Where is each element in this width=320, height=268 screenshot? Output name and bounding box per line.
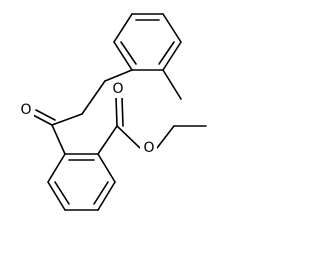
benzoate-ring-bond xyxy=(97,153,116,183)
atom-label-mask xyxy=(140,139,157,157)
ketone-oxygen-atom: O xyxy=(18,100,34,118)
methyl-bond xyxy=(162,69,182,100)
benzoate-ring-bond xyxy=(97,181,116,211)
atom-label-mask xyxy=(110,80,126,98)
ester-carbon-bond xyxy=(97,125,118,155)
ketone-double-bond xyxy=(32,114,53,126)
atom-label-mask xyxy=(18,100,34,118)
benzoate-ring-bond xyxy=(47,181,66,211)
tolyl-ring-bond xyxy=(162,13,182,43)
tolyl-ring xyxy=(113,13,182,71)
tolyl-ring-bond xyxy=(113,13,133,43)
ester-ether-oxygen-label: O xyxy=(143,140,154,156)
tolyl-ring-bond xyxy=(113,41,133,71)
chain-bond xyxy=(104,69,133,82)
chemical-structure-diagram: O O O xyxy=(18,13,207,211)
benzoate-ring-bond xyxy=(47,153,66,183)
tolyl-ring-bond xyxy=(162,41,182,71)
ester-carbonyl-double-bond xyxy=(115,96,118,127)
chain-bond xyxy=(51,113,83,126)
ester-ether-oxygen-atom: O xyxy=(140,139,157,157)
chain-bond xyxy=(81,80,106,115)
benzoate-ring-double-bond xyxy=(93,181,109,205)
ester-single-bond xyxy=(116,125,141,149)
ester-carbonyl-oxygen-label: O xyxy=(112,81,123,97)
benzoate-ring xyxy=(47,153,116,211)
tolyl-ring-double-bond xyxy=(120,41,137,65)
ketone-double-bond xyxy=(35,109,56,121)
ester-carbonyl-oxygen-atom: O xyxy=(110,80,126,98)
ester-carbonyl-double-bond xyxy=(121,96,124,127)
ethyl-bond xyxy=(156,125,175,149)
benzoate-ring-double-bond xyxy=(54,181,70,205)
ketone-oxygen-label: O xyxy=(20,102,31,118)
carbonyl-ring-bond xyxy=(51,124,66,155)
tolyl-ring-double-bond xyxy=(158,41,175,65)
